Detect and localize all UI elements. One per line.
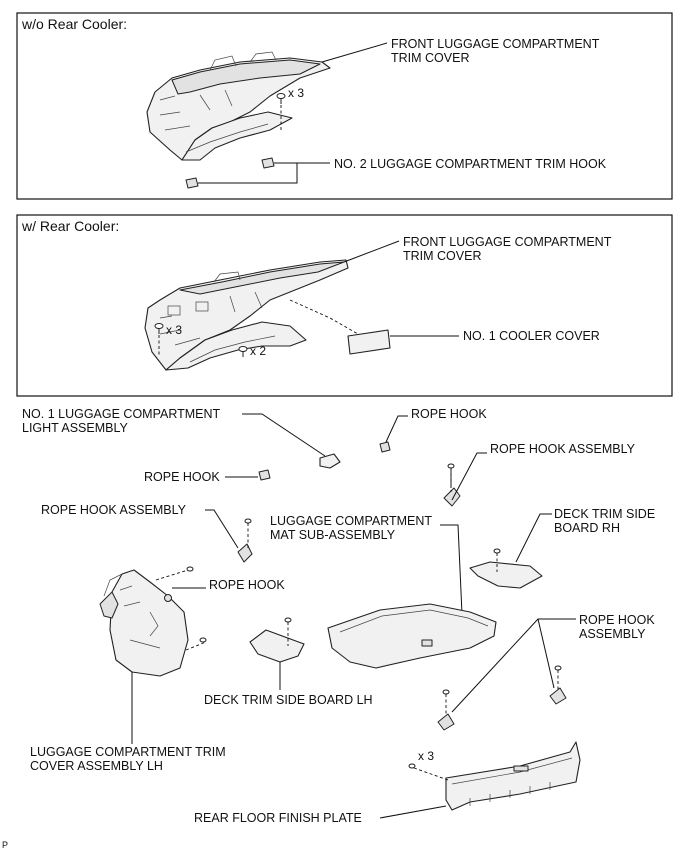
quantity-clip-w-cooler-a: x 3 [166,323,182,337]
quantity-clip-rear-plate: x 3 [418,749,434,763]
front-luggage-trim-cover-part [146,51,331,161]
panel-with-rear-cooler [16,214,673,397]
leader-rope-hook-assembly-right-top [451,452,487,501]
leader-rope-hook-top [385,415,408,443]
rear-floor-plate-part [445,741,581,811]
label-rope-hook-assembly-right-top: ROPE HOOK ASSEMBLY [490,442,636,456]
label-light-assembly-line2: LIGHT ASSEMBLY [22,421,128,435]
rope-hook-icon [258,469,271,481]
label-mat-sub-assembly-line2: MAT SUB-ASSEMBLY [270,528,396,542]
clip-icon [154,323,164,334]
clip-icon [238,346,248,357]
leader-light-assembly [242,413,326,457]
label-no1-cooler-cover: NO. 1 COOLER COVER [463,329,600,343]
leader-front-trim-cover-2 [343,240,400,263]
leader-mat-sub-assembly [440,524,463,615]
label-rope-hook-assembly-left: ROPE HOOK ASSEMBLY [41,503,187,517]
label-front-trim-cover-2-line1: FRONT LUGGAGE COMPARTMENT [403,235,612,249]
deck-trim-board-rh-part [469,548,543,589]
deck-trim-board-lh-part [249,617,305,663]
label-light-assembly-line1: NO. 1 LUGGAGE COMPARTMENT [22,407,221,421]
label-rope-hook-left: ROPE HOOK [144,470,220,484]
label-trim-cover-lh-line2: COVER ASSEMBLY LH [30,759,163,773]
label-front-trim-cover-1-line1: FRONT LUGGAGE COMPARTMENT [391,37,600,51]
trim-hook-icon [185,157,275,189]
rope-hook-assembly-part [237,518,253,563]
rope-hook-icon [379,441,391,453]
leader-rope-hook-assembly-right-bottom-b [537,618,555,689]
label-deck-trim-rh-line2: BOARD RH [554,521,620,535]
label-trim-cover-lh-line1: LUGGAGE COMPARTMENT TRIM [30,745,226,759]
trim-cover-lh-part [99,569,189,677]
cooler-cover-part [347,329,391,355]
section-title-w-rear-cooler: w/ Rear Cooler: [21,218,119,234]
label-rope-hook-assembly-right-bottom-line2: ASSEMBLY [579,627,646,641]
leader-deck-trim-rh [515,513,552,563]
leader-rope-hook-assembly-left [205,509,239,549]
front-luggage-trim-cover-cooler-part [144,259,349,371]
label-no2-trim-hook: NO. 2 LUGGAGE COMPARTMENT TRIM HOOK [334,157,607,171]
corner-mark: P [2,840,8,850]
label-deck-trim-rh-line1: DECK TRIM SIDE [554,507,655,521]
luggage-mat-part [327,603,497,669]
quantity-clip-w-cooler-b: x 2 [250,344,266,358]
label-front-trim-cover-1-line2: TRIM COVER [391,51,469,65]
section-title-wo-rear-cooler: w/o Rear Cooler: [21,16,127,32]
rope-hook-assembly-part [437,665,567,731]
label-rope-hook-mid: ROPE HOOK [209,578,285,592]
leader-trim-hook-b [198,163,298,184]
label-mat-sub-assembly-line1: LUGGAGE COMPARTMENT [270,514,432,528]
clip-icon [186,566,194,572]
label-front-trim-cover-2-line2: TRIM COVER [403,249,481,263]
leader-front-trim-cover-1 [321,42,388,63]
light-assembly-part [319,453,341,469]
quantity-clip-wo-cooler: x 3 [288,86,304,100]
label-deck-trim-lh: DECK TRIM SIDE BOARD LH [204,693,373,707]
leader-rear-floor-plate [379,805,447,819]
clip-icon [408,763,416,769]
label-rear-floor-plate: REAR FLOOR FINISH PLATE [194,811,362,825]
clip-icon [199,637,207,643]
label-rope-hook-top: ROPE HOOK [411,407,487,421]
label-rope-hook-assembly-right-bottom-line1: ROPE HOOK [579,613,655,627]
clip-icon [276,93,286,104]
rope-hook-icon [164,594,172,602]
panel-without-rear-cooler [16,12,673,200]
